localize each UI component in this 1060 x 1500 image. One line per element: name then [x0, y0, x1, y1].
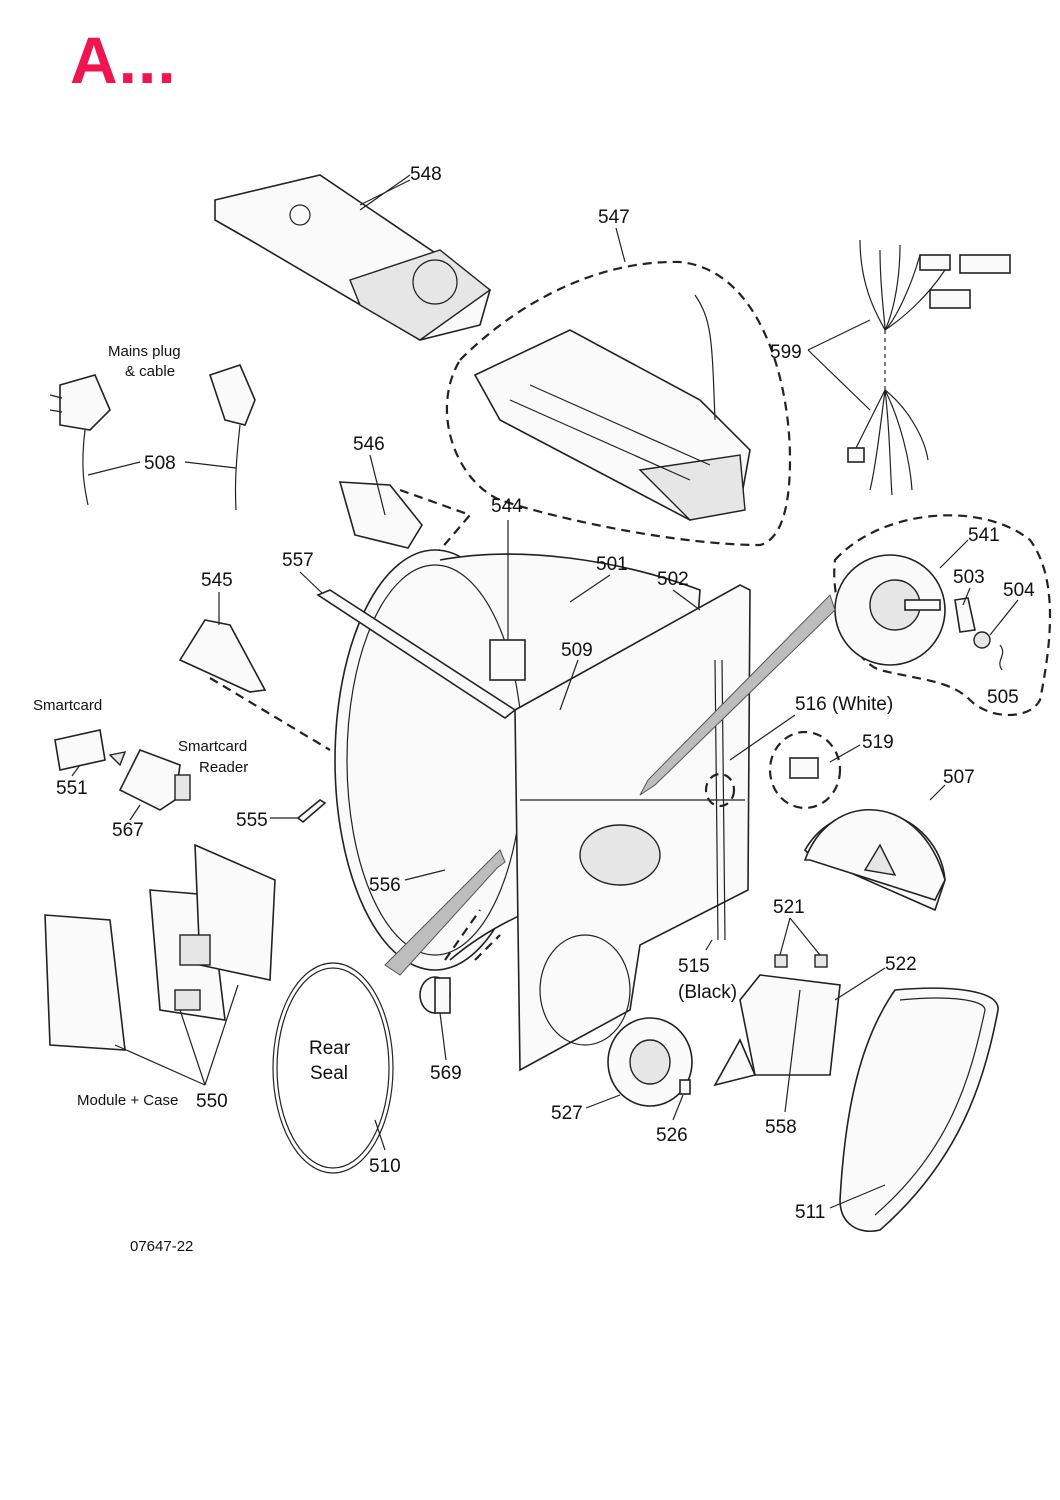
label-rear-seal-1: Rear [309, 1038, 351, 1059]
part-548-drawing [214, 174, 492, 341]
label-519: 519 [862, 732, 894, 753]
label-505: 505 [987, 687, 1019, 708]
label-544: 544 [491, 496, 523, 517]
part-557-drawing [316, 589, 517, 719]
label-mains-cable: & cable [125, 363, 175, 380]
label-502: 502 [657, 569, 689, 590]
label-550: 550 [196, 1091, 228, 1112]
label-521: 521 [773, 897, 805, 918]
label-548: 548 [410, 164, 442, 185]
label-556: 556 [369, 875, 401, 896]
part-508-drawing [49, 364, 256, 511]
label-546: 546 [353, 434, 385, 455]
label-599: 599 [770, 342, 802, 363]
label-515-black: (Black) [678, 982, 737, 1003]
part-544-drawing [489, 520, 526, 681]
label-547: 547 [598, 207, 630, 228]
label-515: 515 [678, 956, 710, 977]
part-507-drawing [803, 808, 946, 912]
drawing-number: 07647-22 [130, 1238, 193, 1255]
label-507: 507 [943, 767, 975, 788]
label-504: 504 [1003, 580, 1035, 601]
leader-lines [71, 174, 1019, 1209]
part-569-drawing [419, 909, 501, 1014]
label-509: 509 [561, 640, 593, 661]
label-rear-seal-2: Seal [310, 1063, 348, 1084]
label-522: 522 [885, 954, 917, 975]
label-569: 569 [430, 1063, 462, 1084]
label-558: 558 [765, 1117, 797, 1138]
part-522-drawing [713, 954, 841, 1087]
label-smartcard-reader-1: Smartcard [178, 738, 247, 755]
label-527: 527 [551, 1103, 583, 1124]
part-526-drawing [679, 1079, 691, 1095]
label-541: 541 [968, 525, 1000, 546]
label-511: 511 [795, 1202, 825, 1223]
label-501: 501 [596, 554, 628, 575]
label-508: 508 [144, 453, 176, 474]
label-503: 503 [953, 567, 985, 588]
label-551: 551 [56, 778, 88, 799]
part-551-567-drawing [54, 729, 191, 811]
direction-arrows [384, 594, 836, 976]
part-519-drawing [704, 730, 842, 810]
part-541-drawing [833, 514, 1052, 717]
label-567: 567 [112, 820, 144, 841]
part-545-drawing [178, 619, 331, 751]
label-smartcard: Smartcard [33, 697, 102, 714]
label-mains-plug: Mains plug [108, 343, 181, 360]
part-510-drawing [272, 962, 394, 1174]
label-510: 510 [369, 1156, 401, 1177]
part-labels: 548 547 599 Mains plug & cable 508 546 5… [33, 164, 1035, 1255]
label-516-white: 516 (White) [795, 694, 893, 715]
part-511-drawing [839, 987, 999, 1232]
part-599-drawing [847, 239, 1011, 496]
part-547-drawing [445, 260, 792, 547]
page-title: A... [70, 23, 177, 97]
label-module-case: Module + Case [77, 1092, 178, 1109]
part-555-drawing [296, 799, 327, 824]
label-smartcard-reader-2: Reader [199, 759, 248, 776]
label-526: 526 [656, 1125, 688, 1146]
part-527-drawing [607, 1017, 693, 1107]
part-550-drawing [44, 843, 276, 1051]
label-545: 545 [201, 570, 233, 591]
label-557: 557 [282, 550, 314, 571]
label-555: 555 [236, 810, 268, 831]
